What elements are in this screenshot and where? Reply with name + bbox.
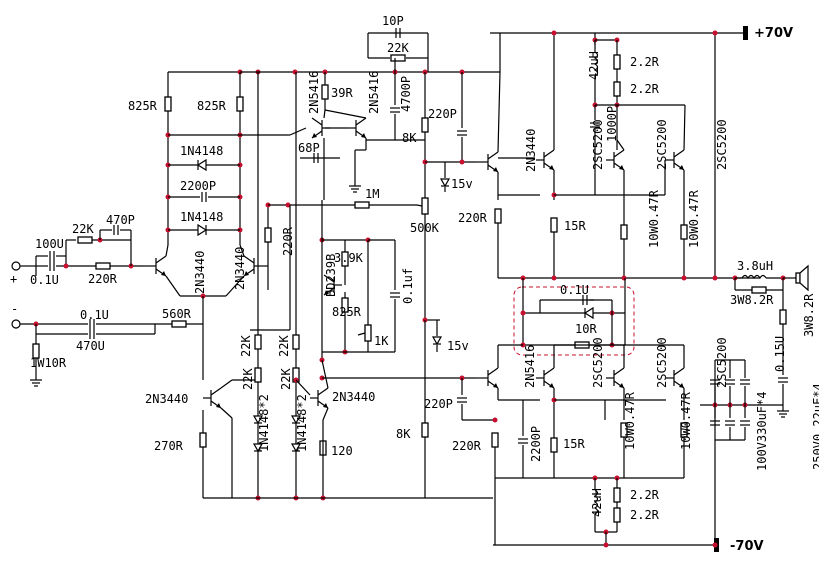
r-120-label: 120 [331, 444, 353, 458]
ind-42uh-upper-label: 42uH [587, 51, 601, 80]
c-4700p-label: 4700P [399, 76, 413, 112]
r-3w82r-a-label: 3W8.2R [730, 293, 774, 307]
r-1m-label: 1M [365, 187, 379, 201]
r-270r-label: 270R [154, 439, 184, 453]
r-22r-lower-a-label: 2.2R [630, 488, 660, 502]
c-2200p-lower-label: 2200P [529, 426, 543, 462]
q-2n3440-right-label: 2N3440 [332, 390, 375, 404]
q-2n5416-b-label: 2N5416 [367, 71, 381, 114]
r-in-220r-label: 220R [88, 272, 118, 286]
output-upper: 2N3440 220R 2SC5200 15R 42uH 2.2R 2.2R [458, 30, 729, 278]
battery-icon [743, 26, 748, 40]
diodes-a-label: 1N4148*2 [257, 394, 271, 452]
r-e1-lower-label: 10W0.47R [623, 391, 637, 450]
c-in-01u-label: 0.1U [30, 273, 59, 287]
r-220r-upper-label: 220R [458, 211, 488, 225]
bias-stage: 3.9K BD239B 825R 1K 0.1uf [319, 200, 415, 363]
speaker-icon [783, 264, 809, 292]
negative-rail: -70V [493, 538, 764, 554]
c-neg-470u-label: 470U [76, 339, 105, 353]
diodes-b-label: 1N4148*2 [295, 394, 309, 452]
r-220r-lower-label: 220R [452, 439, 482, 453]
r-560r-label: 560R [162, 307, 192, 321]
r-39k-label: 3.9K [334, 251, 364, 265]
input-section: + 100U 0.1U 220R 22K 470P - [10, 213, 203, 387]
c-rail-b-label: 250V0.22uF*4 [811, 383, 819, 470]
rail-decoupling: 100V330uF*4 250V0.22uF*4 [700, 359, 819, 548]
r-15r-upper-label: 15R [564, 219, 586, 233]
r-3w82r-b-label: 3W8.2R [802, 293, 816, 337]
c-in-100u-label: 100U [35, 237, 64, 251]
positive-rail-label: +70V [754, 26, 793, 41]
zener-15v-bottom-label: 15v [447, 339, 469, 353]
d-1n4148-b-label: 1N4148 [180, 210, 223, 224]
r-8k-top-label: 8K [402, 131, 417, 145]
r-22r-lower-b-label: 2.2R [630, 508, 660, 522]
r-22k-top-label: 22K [387, 41, 409, 55]
input-minus-terminal[interactable] [11, 319, 21, 329]
q-driver-lower-label: 2N5416 [523, 345, 537, 388]
r-22r-upper-a-label: 2.2R [630, 55, 660, 69]
r-e2-lower-label: 10W0.47R [679, 391, 693, 450]
q-out-upper-2-label: 2SC5200 [655, 119, 669, 170]
c-015u-label: 0.15U [773, 336, 787, 372]
r-1w10r-label: 1W10R [30, 356, 67, 370]
q-out-lower-3-label: 2SC5200 [715, 337, 729, 388]
r-22r-upper-b-label: 2.2R [630, 82, 660, 96]
r-825r-right-label: 825R [197, 99, 227, 113]
q-out-lower-2-label: 2SC5200 [655, 337, 669, 388]
r-15r-lower-label: 15R [563, 437, 585, 451]
c-68p-label: 68P [298, 141, 320, 155]
q-bd239b-label: BD239B [324, 254, 338, 297]
positive-rail: +70V [490, 26, 793, 41]
q-2n5416-a-label: 2N5416 [307, 71, 321, 114]
zener-15v-top-label: 15v [451, 177, 473, 191]
input-minus-label: - [11, 302, 18, 316]
r-e1-upper-label: 10W0.47R [647, 189, 661, 248]
c-470p-label: 470P [106, 213, 135, 227]
c-rail-a-label: 100V330uF*4 [755, 392, 769, 471]
q-out-upper-3-label: 2SC5200 [715, 119, 729, 170]
r-22k-b-label: 22K [241, 368, 255, 390]
negative-rail-label: -70V [730, 539, 764, 554]
c-10p-label: 10P [382, 14, 404, 28]
lower-stage: 2N3440 270R 22K 22K 1N4148*2 22K 22K 1N4… [145, 72, 495, 501]
q-driver-upper-label: 2N3440 [524, 129, 538, 172]
c-01uf-label: 0.1uf [401, 268, 415, 304]
ind-38uh-label: 3.8uH [737, 259, 773, 273]
q-out-lower-1-label: 2SC5200 [591, 337, 605, 388]
r-22k-d-label: 22K [279, 368, 293, 390]
input-plus-terminal[interactable] [11, 261, 21, 271]
c-220p-bottom-label: 220P [424, 397, 453, 411]
r-e2-upper-label: 10W0.47R [687, 189, 701, 248]
differential-stage: 825R 825R 1N4148 2200P 1N4148 [128, 69, 295, 331]
r-825r-left-label: 825R [128, 99, 158, 113]
fb-r-10r-label: 10R [575, 322, 597, 336]
c-1000p-upper-label: 1000P [605, 106, 619, 142]
c-220p-top-label: 220P [428, 107, 457, 121]
fb-c-01u-label: 0.1U [560, 283, 589, 297]
r-22k-input-label: 22K [72, 222, 94, 236]
r-220r-diff-label: 220R [281, 226, 295, 256]
output-lower: 2N5416 220R 2200P 2SC5200 15R 2SC5200 10… [452, 337, 729, 548]
q-2n3440-a-label: 2N3440 [193, 251, 207, 294]
r-8k-bottom-label: 8K [396, 427, 411, 441]
r-39r-label: 39R [331, 86, 353, 100]
q-2n3440-left-label: 2N3440 [145, 392, 188, 406]
input-plus-label: + [10, 272, 17, 286]
c-neg-01u-label: 0.1U [80, 308, 109, 322]
d-1n4148-a-label: 1N4148 [180, 144, 223, 158]
q-2n3440-b-label: 2N3440 [233, 247, 247, 290]
output-node: 3.8uH 3W8.2R 3W8.2R 0.15U [498, 259, 816, 418]
ind-42uh-lower-label: 42uH [590, 488, 604, 517]
pot-1k-label: 1K [374, 334, 389, 348]
r-22k-c-label: 22K [277, 335, 291, 357]
top-stage: 10P 22K 39R 2N5416 2N5416 4700P 68P [240, 14, 500, 498]
c-2200p-diff-label: 2200P [180, 179, 216, 193]
r-825r-bias-label: 825R [332, 305, 362, 319]
r-22k-a-label: 22K [239, 335, 253, 357]
feedback-box: 0.1U 10R [513, 278, 635, 356]
